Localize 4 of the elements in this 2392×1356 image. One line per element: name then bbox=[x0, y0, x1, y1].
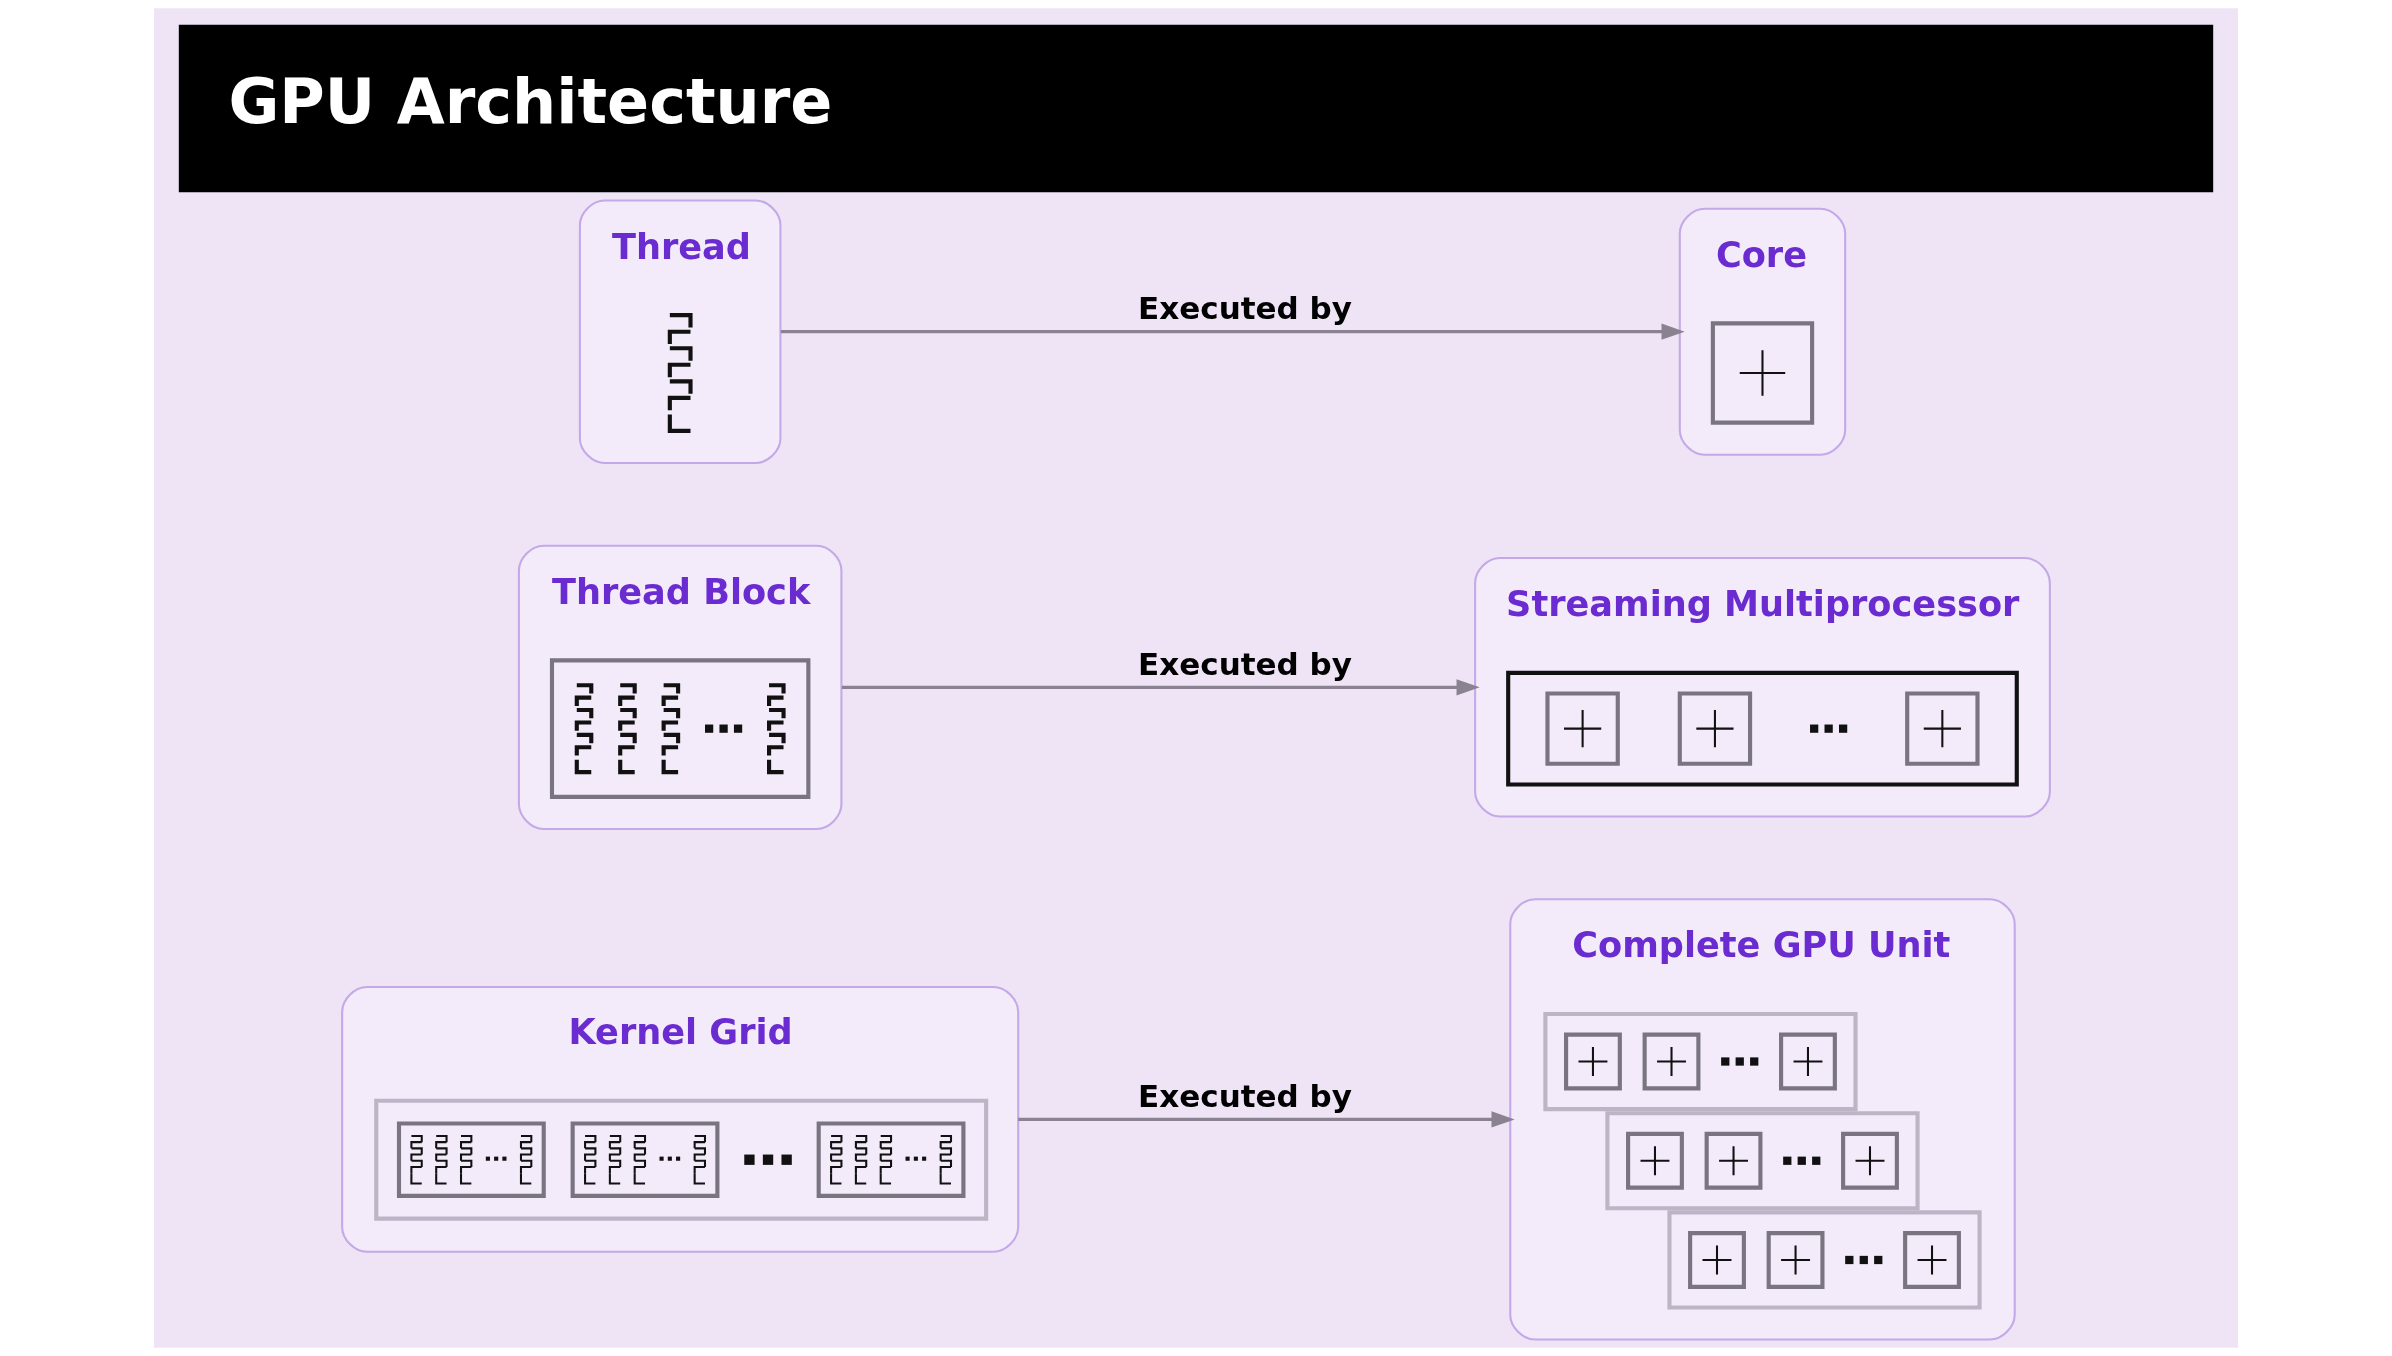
diagram-title: GPU Architecture bbox=[228, 64, 833, 138]
edge-label: Executed by bbox=[1138, 645, 1352, 682]
edge-label: Executed by bbox=[1138, 290, 1352, 327]
edge-label: Executed by bbox=[1138, 1078, 1352, 1114]
